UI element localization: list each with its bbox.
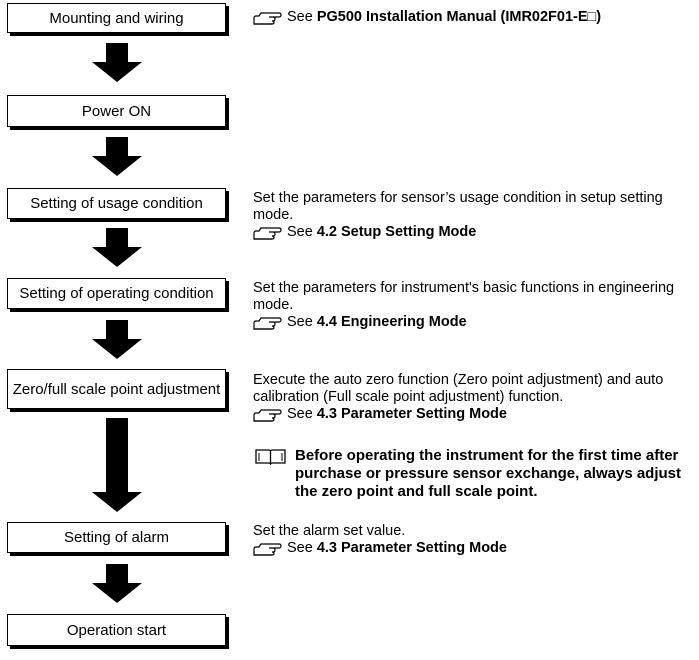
reference: See 4.2 Setup Setting Mode <box>253 224 699 241</box>
note-text: Before operating the instrument for the … <box>295 447 682 500</box>
desc-operating: Set the parameters for instrument's basi… <box>253 280 699 331</box>
pointing-hand-icon <box>253 11 282 25</box>
step-label: Power ON <box>81 102 152 120</box>
step-alarm: Setting of alarm <box>7 522 226 553</box>
reference-link[interactable]: 4.4 Engineering Mode <box>316 314 467 330</box>
desc-mounting: See PG500 Installation Manual (IMR02F01-… <box>253 9 699 26</box>
reference: See 4.3 Parameter Setting Mode <box>253 540 699 557</box>
desc-text: Set the alarm set value. <box>253 523 406 539</box>
desc-usage: Set the parameters for sensor’s usage co… <box>253 190 699 241</box>
step-label: Zero/full scale point adjustment <box>12 380 221 398</box>
down-arrow-icon <box>92 137 142 176</box>
see-text: See <box>287 224 313 240</box>
down-arrow-icon <box>92 320 142 359</box>
pointing-hand-icon <box>253 226 282 240</box>
see-text: See <box>287 9 313 25</box>
desc-text: Execute the auto zero function (Zero poi… <box>253 372 664 405</box>
step-label: Setting of operating condition <box>19 285 214 302</box>
see-text: See <box>287 314 313 330</box>
reference-link[interactable]: 4.2 Setup Setting Mode <box>316 224 477 240</box>
open-book-icon <box>255 449 286 465</box>
step-label: Setting of usage condition <box>30 195 203 212</box>
desc-zero: Execute the auto zero function (Zero poi… <box>253 372 699 423</box>
step-label: Operation start <box>66 621 167 639</box>
reference: See 4.3 Parameter Setting Mode <box>253 406 699 423</box>
reference-link[interactable]: 4.3 Parameter Setting Mode <box>316 406 507 422</box>
reference-link[interactable]: 4.3 Parameter Setting Mode <box>316 540 507 556</box>
pointing-hand-icon <box>253 408 282 422</box>
pointing-hand-icon <box>253 316 282 330</box>
down-arrow-icon <box>92 43 142 82</box>
step-operating-condition: Setting of operating condition <box>7 278 226 309</box>
see-text: See <box>287 406 313 422</box>
step-zero-full-scale: Zero/full scale point adjustment <box>7 369 226 409</box>
reference: See PG500 Installation Manual (IMR02F01-… <box>253 9 699 26</box>
step-power-on: Power ON <box>7 95 226 127</box>
step-label: Mounting and wiring <box>49 9 184 27</box>
desc-text: Set the parameters for instrument's basi… <box>253 280 675 313</box>
step-mounting-wiring: Mounting and wiring <box>7 3 226 33</box>
pointing-hand-icon <box>253 542 282 556</box>
down-arrow-icon <box>92 564 142 603</box>
reference-link[interactable]: PG500 Installation Manual (IMR02F01-E□) <box>316 9 602 25</box>
down-arrow-icon <box>92 418 142 512</box>
step-operation-start: Operation start <box>7 614 226 646</box>
down-arrow-icon <box>92 228 142 267</box>
desc-text: Set the parameters for sensor’s usage co… <box>253 190 663 223</box>
reference: See 4.4 Engineering Mode <box>253 314 699 331</box>
see-text: See <box>287 540 313 556</box>
step-usage-condition: Setting of usage condition <box>7 188 226 219</box>
desc-alarm: Set the alarm set value. See 4.3 Paramet… <box>253 523 699 557</box>
step-label: Setting of alarm <box>63 529 170 546</box>
